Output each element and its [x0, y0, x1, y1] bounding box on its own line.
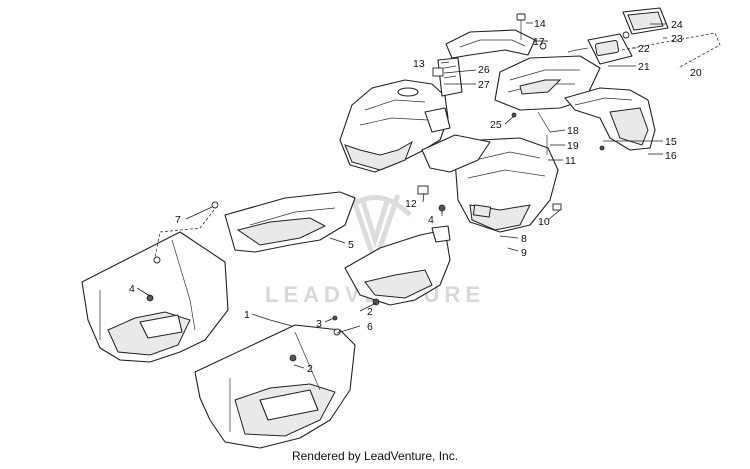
callout-12: 12	[405, 198, 417, 210]
callout-19: 19	[567, 140, 579, 152]
callout-5: 5	[348, 239, 354, 251]
callout-2-lower: 2	[307, 363, 313, 375]
callout-26: 26	[478, 64, 490, 76]
callout-6: 6	[367, 321, 373, 333]
taillight-assembly	[567, 7, 669, 65]
callout-24: 24	[671, 19, 683, 31]
rear-rack-assembly	[445, 29, 656, 151]
callout-14: 14	[534, 18, 546, 30]
floorboard-right	[194, 324, 356, 449]
callout-10: 10	[538, 216, 550, 228]
rear-fender-right	[454, 137, 559, 233]
front-body-panel	[339, 79, 451, 173]
callout-21: 21	[638, 61, 650, 73]
callout-11: 11	[565, 155, 576, 167]
leader-lines	[136, 22, 721, 369]
callout-7: 7	[175, 214, 181, 226]
callout-4-upper: 4	[428, 214, 434, 226]
floorboard-left	[81, 231, 229, 363]
callout-16: 16	[665, 150, 677, 162]
callout-8: 8	[521, 233, 527, 245]
callout-27: 27	[478, 79, 490, 91]
footwell-panel-right	[344, 225, 451, 306]
center-bracket	[421, 57, 491, 173]
callout-23: 23	[671, 33, 683, 45]
footer-credit: Rendered by LeadVenture, Inc.	[291, 449, 459, 463]
callout-13: 13	[413, 58, 425, 70]
callout-25: 25	[490, 119, 502, 131]
callout-18: 18	[567, 125, 579, 137]
callout-15: 15	[665, 136, 677, 148]
callout-labels: 14 24 23 22 21 17 20 13 26 27 25 18 19 1…	[129, 18, 702, 375]
callout-17: 17	[533, 36, 545, 48]
callout-20: 20	[690, 67, 702, 79]
callout-9: 9	[521, 247, 527, 259]
footwell-panel-left	[224, 191, 356, 253]
callout-3: 3	[316, 318, 322, 330]
callout-22: 22	[638, 43, 650, 55]
callout-4-lower: 4	[129, 283, 135, 295]
callout-2-upper: 2	[367, 306, 373, 318]
callout-1: 1	[244, 309, 250, 321]
